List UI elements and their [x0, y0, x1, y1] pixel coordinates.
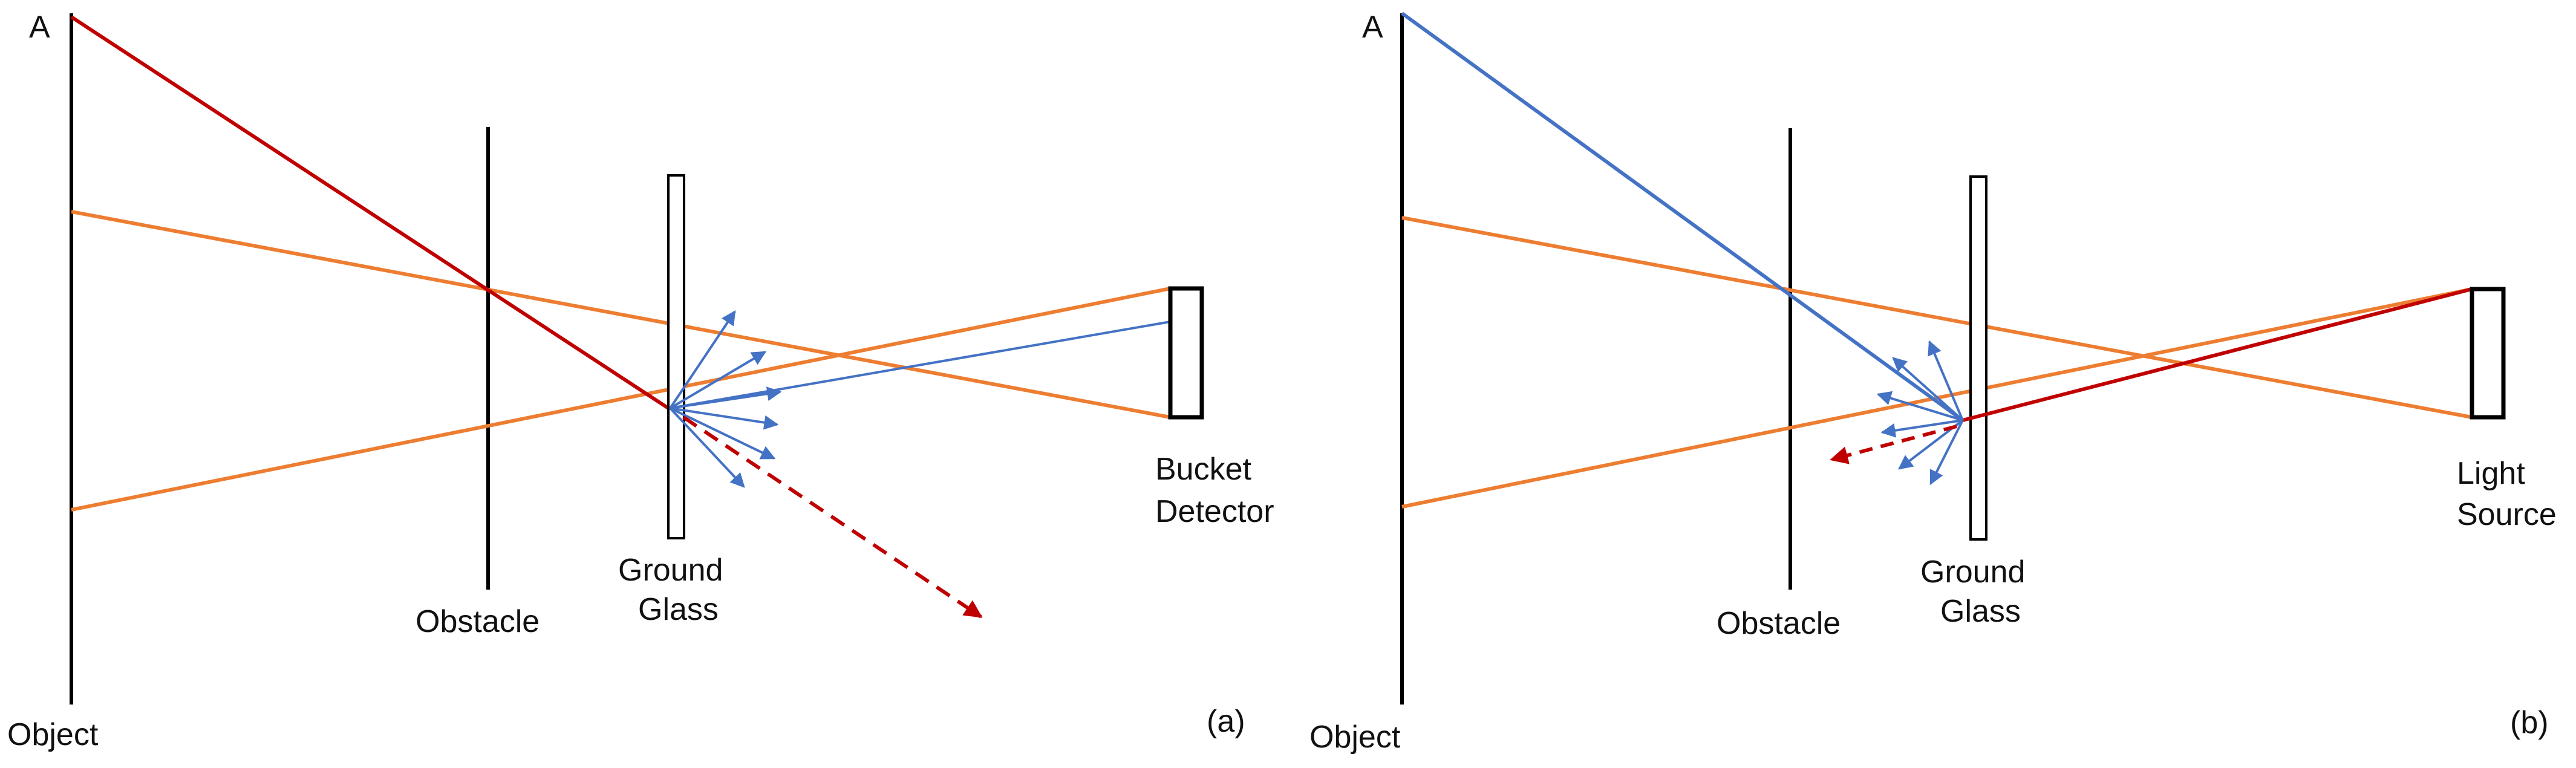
red-ray-b — [1962, 287, 2473, 422]
point-label-b: A — [1362, 10, 1383, 45]
red-dashed-ray-a — [682, 415, 983, 619]
scatter-ray-a-4 — [670, 407, 779, 430]
panel-tag-a: (a) — [1207, 704, 1245, 739]
scatter-ray-a-1 — [669, 310, 736, 409]
scatter-ray-b-6 — [1929, 420, 1964, 486]
scatter-ray-b-1 — [1928, 340, 1964, 421]
scatter-ray-b-2 — [1892, 357, 1964, 421]
orange-ray-upper-a — [71, 210, 1171, 419]
scatter-ray-b-3 — [1876, 391, 1963, 421]
scatter-ray-to-detector-a — [670, 321, 1171, 409]
glass-label-b-line1: Ground — [1920, 555, 2025, 590]
ground-glass-a — [667, 174, 685, 539]
obstacle-label-a: Obstacle — [416, 604, 540, 639]
scatter-ray-a-5 — [670, 407, 776, 460]
orange-ray-lower-a — [71, 287, 1171, 512]
glass-label-a-line1: Ground — [618, 553, 723, 588]
scatter-rays-a — [669, 310, 1171, 488]
panel-a: A Object Obstacle Ground Glass Bucket De… — [7, 10, 1274, 752]
device-label-b-line2: Source — [2457, 497, 2557, 532]
device-label-b-line1: Light — [2457, 456, 2525, 491]
scatter-ray-a-2 — [669, 351, 767, 409]
object-label-a: Object — [7, 717, 99, 752]
object-label-b: Object — [1309, 720, 1401, 755]
panel-b: A Object Obstacle Ground Glass Light Sou… — [1309, 10, 2557, 755]
device-label-a-line1: Bucket — [1155, 452, 1252, 487]
ground-glass-b — [1969, 175, 1987, 541]
panel-tag-b: (b) — [2510, 705, 2549, 740]
bucket-detector — [1168, 286, 1204, 420]
blue-ray-b — [1401, 11, 1964, 422]
orange-ray-upper-b — [1401, 216, 2473, 419]
point-label-a: A — [29, 10, 50, 45]
glass-label-b-line2: Glass — [1940, 594, 2021, 629]
obstacle-label-b: Obstacle — [1717, 606, 1841, 641]
glass-label-a-line2: Glass — [638, 592, 719, 627]
scatter-ray-b-4 — [1880, 419, 1963, 438]
light-source — [2470, 287, 2506, 420]
scatter-ray-a-6 — [669, 407, 745, 488]
device-label-a-line2: Detector — [1155, 494, 1274, 529]
red-ray-a — [70, 15, 670, 410]
